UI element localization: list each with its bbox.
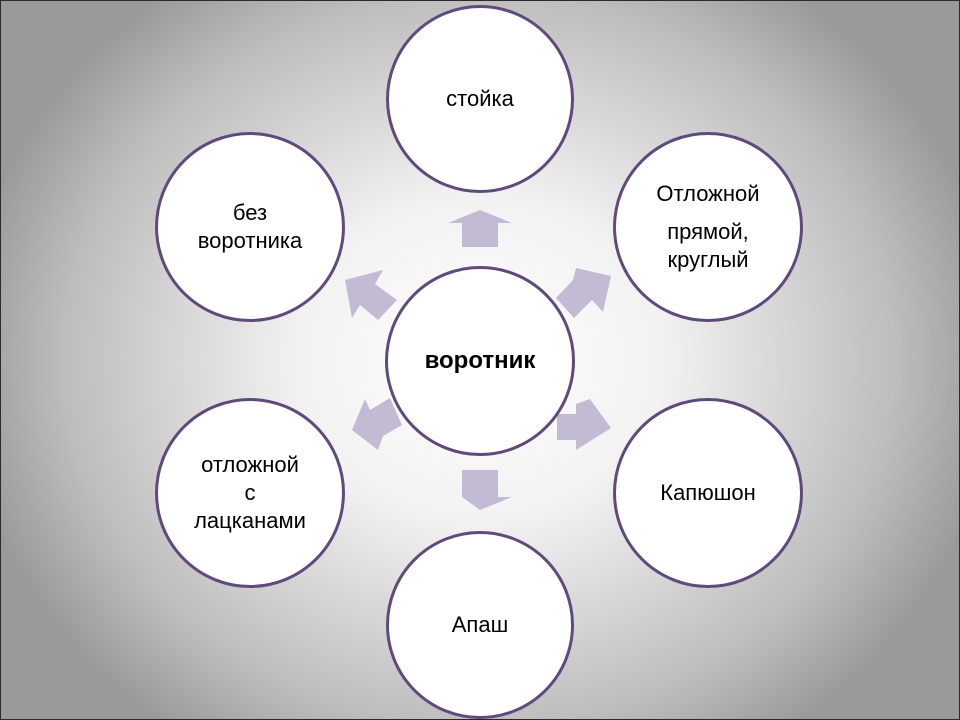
arrow-to-apash xyxy=(448,470,512,510)
node-center-label: воротник xyxy=(424,347,536,374)
node-otlozhnoy-s-lackanami-label-2: с xyxy=(244,480,256,505)
node-center-vorotnik: воротник xyxy=(385,266,575,456)
node-kapyushon-label: Капюшон xyxy=(660,480,756,505)
node-stoika: стойка xyxy=(386,5,574,193)
node-otlozhnoy-pryamoy-label-2: прямой, xyxy=(667,219,749,244)
node-otlozhnoy-pryamoy-label-3: круглый xyxy=(667,247,749,272)
arrow-to-kapyushon xyxy=(557,399,611,450)
node-stoika-label: стойка xyxy=(446,86,514,111)
node-otlozhnoy-pryamoy-label-1: Отложной xyxy=(656,181,760,206)
node-kapyushon: Капюшон xyxy=(613,398,803,588)
node-bez-vorotnika-label-2: воротника xyxy=(197,228,303,253)
node-otlozhnoy-s-lackanami: отложной с лацканами xyxy=(155,398,345,588)
node-apash: Апаш xyxy=(386,531,574,719)
node-bez-vorotnika-label-1: без xyxy=(232,200,268,225)
node-apash-label: Апаш xyxy=(451,612,509,637)
arrow-to-otlozhnoy-s-lackanami xyxy=(352,398,402,450)
arrow-to-otlozhnoy-pryamoy xyxy=(556,268,611,318)
node-otlozhnoy-s-lackanami-label-1: отложной xyxy=(201,452,299,477)
node-otlozhnoy-s-lackanami-label-3: лацканами xyxy=(194,508,306,533)
node-otlozhnoy-pryamoy: Отложной прямой, круглый xyxy=(613,132,803,322)
arrow-to-bez-vorotnika xyxy=(345,270,397,320)
node-bez-vorotnika: без воротника xyxy=(155,132,345,322)
arrow-to-stoika xyxy=(448,210,512,247)
